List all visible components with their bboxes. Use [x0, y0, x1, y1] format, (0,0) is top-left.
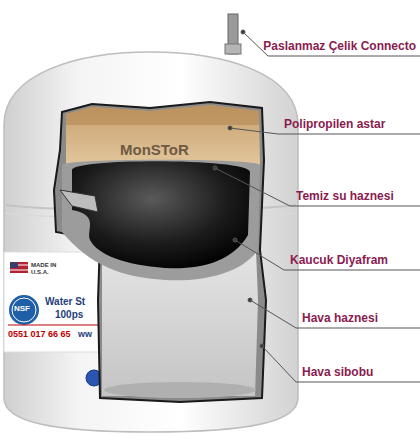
part-label: Kaucuk Diyafram	[290, 254, 388, 267]
part-label: Hava sibobu	[302, 366, 373, 379]
sticker-text: ww	[78, 330, 92, 340]
part-label: Temiz su haznesi	[296, 190, 394, 203]
sticker-text: U.S.A.	[31, 269, 49, 276]
sticker-text: Water St	[45, 296, 85, 307]
watermark: MonSToR	[120, 142, 189, 159]
nsf-logo-text: NSF	[14, 305, 30, 314]
phone-number: 0551 017 66 65	[8, 330, 71, 340]
part-label: Paslanmaz Çelik Connecto	[263, 40, 416, 53]
sticker-text: 100ps	[55, 309, 83, 320]
part-label: Polipropilen astar	[284, 118, 385, 131]
part-label: Hava haznesi	[302, 312, 378, 325]
sticker-text: MADE IN	[31, 262, 56, 269]
